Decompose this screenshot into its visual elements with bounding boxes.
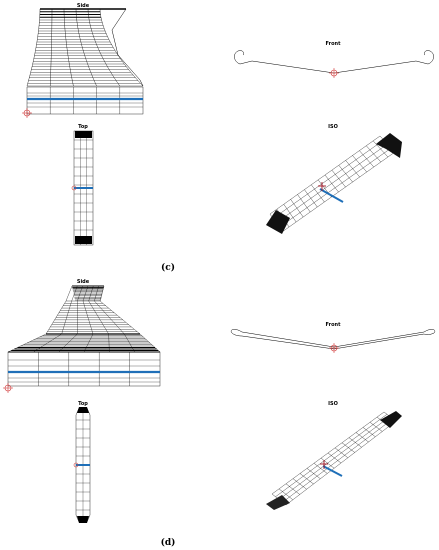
mesh-line — [75, 8, 97, 87]
mesh-line — [94, 285, 135, 353]
mesh-line — [58, 285, 83, 353]
panel-c-top-view: Top — [71, 124, 94, 246]
panel-d-side-reference-marker — [3, 383, 13, 393]
panel-c-top-title: Top — [78, 124, 88, 130]
panel-c-side-reference-marker — [22, 108, 32, 118]
panel-c-iso-tip-right — [376, 133, 402, 158]
mesh-line — [33, 285, 78, 353]
panel-c-iso-spar — [319, 188, 344, 203]
panel-d-front-view: Front — [230, 322, 436, 353]
mesh-line — [50, 8, 53, 87]
mesh-line — [285, 420, 397, 506]
panel-c-side-mesh — [26, 8, 144, 87]
panel-d-iso-view: ISO — [266, 401, 402, 510]
panel-c-front-title: Front — [326, 41, 342, 47]
panel-d-top-view: Top — [73, 401, 91, 523]
panel-d-iso-title: ISO — [328, 401, 338, 407]
panel-c-iso-cg-marker — [318, 182, 326, 191]
mesh-line — [271, 411, 385, 495]
mesh-line — [99, 8, 144, 87]
mesh-line — [99, 285, 161, 353]
panel-c-iso-tip-left — [266, 210, 290, 234]
panel-c-iso-view: ISO — [266, 124, 402, 234]
mesh-line — [111, 8, 144, 87]
panel-d-side-view: Side — [3, 279, 161, 393]
mesh-line — [7, 285, 73, 353]
panel-c-front-reference-marker — [329, 68, 339, 78]
panel-d-side-mesh — [7, 285, 161, 353]
panel-d-top-tip-lower — [77, 516, 89, 523]
mesh-line — [278, 147, 392, 228]
panel-d-front-reference-marker — [329, 343, 339, 353]
mesh-line — [282, 418, 394, 503]
mesh-line — [275, 414, 388, 497]
panel-d-iso-tip-right — [380, 411, 402, 428]
panel-c-top-reference-marker — [71, 185, 77, 191]
mesh-line — [269, 135, 381, 215]
mesh-line — [63, 8, 74, 87]
panel-d-caption: (d) — [161, 537, 176, 548]
panel-c-iso-title: ISO — [328, 124, 338, 130]
panel-c-caption: (c) — [161, 262, 175, 273]
panel-d-iso-cg-marker — [320, 460, 328, 469]
mesh-line — [272, 139, 384, 219]
mesh-line — [88, 285, 110, 353]
panel-c-top-tip-upper — [75, 131, 92, 138]
panel-d-top-reference-marker — [73, 462, 79, 468]
panel-d: Side Front Top — [3, 279, 436, 548]
panel-d-top-title: Top — [78, 401, 88, 407]
mesh-line — [82, 285, 94, 353]
panel-d-iso-spar — [322, 465, 343, 477]
panel-d-top-tip-upper — [77, 407, 89, 413]
panel-c-side-box-grid — [27, 87, 143, 114]
panel-d-front-outline — [230, 329, 436, 350]
panel-c: Side Front Top — [22, 3, 434, 273]
panel-c-side-box — [26, 86, 144, 115]
panel-d-side-title: Side — [77, 279, 90, 285]
panel-d-iso-mesh — [271, 411, 397, 506]
mesh-line — [281, 151, 396, 233]
mesh-line — [26, 8, 41, 87]
mesh-line — [87, 8, 120, 87]
panel-c-top-tip-lower — [75, 236, 92, 244]
mesh-line — [275, 143, 388, 224]
panel-c-side-title: Side — [77, 3, 90, 9]
panel-d-side-box-grid — [8, 352, 160, 386]
panel-d-front-title: Front — [326, 322, 342, 328]
mesh-line — [278, 416, 391, 500]
panel-c-side-view: Side — [22, 3, 144, 118]
panel-c-front-view: Front — [234, 41, 434, 78]
panel-d-side-box — [7, 351, 161, 387]
panel-d-iso-tip-left — [266, 495, 290, 510]
